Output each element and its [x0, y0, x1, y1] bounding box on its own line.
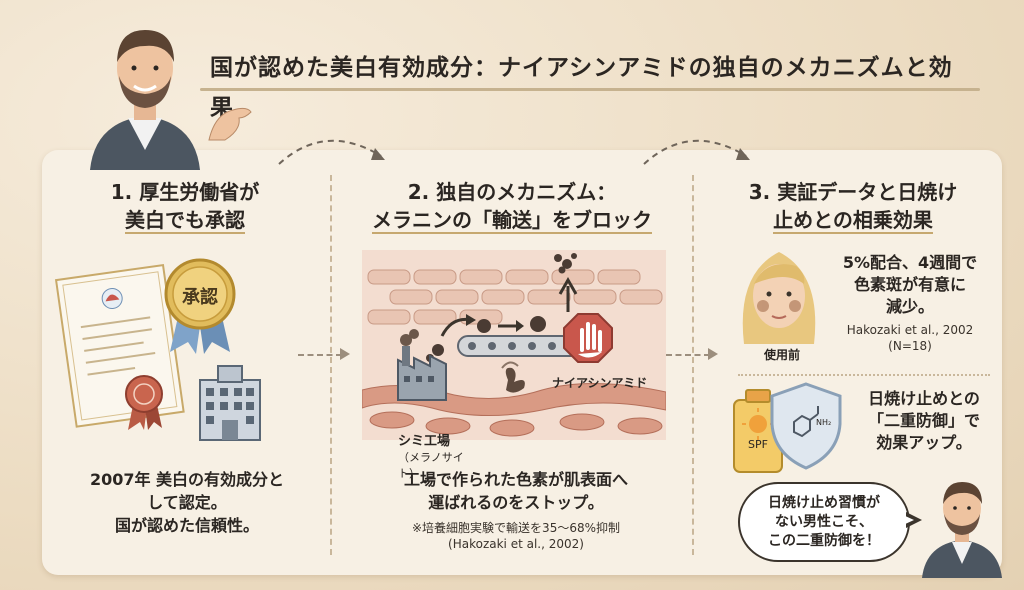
section3-heading: 3. 実証データと日焼け 止めとの相乗効果: [748, 180, 958, 234]
presenter-illustration: [90, 30, 200, 170]
mid-arrow-1-head: [340, 348, 350, 360]
before-face-illustration: [742, 252, 816, 344]
approval-medal-icon: [164, 258, 236, 354]
flow-arrow-1-2: [278, 139, 385, 165]
mid-arrow-2-head: [708, 348, 718, 360]
divider-1: [330, 175, 332, 555]
before-label: 使用前: [763, 348, 800, 362]
mid-arrow-2: [666, 354, 710, 356]
section2-body: 工場で作られた色素が肌表面へ 運ばれるのをストップ。: [403, 470, 628, 512]
sunscreen-tube-icon: [733, 389, 783, 473]
speech-bubble-tail-inner: [903, 515, 914, 525]
speech-bubble: 日焼け止め習慣が ない男性こそ、 この二重防御を！: [738, 482, 910, 562]
section3-result: 5%配合、4週間で 色素斑が有意に 減少。: [842, 253, 978, 316]
molecule-label: NH₂: [816, 418, 832, 427]
shield-molecule-icon: [770, 382, 842, 470]
approval-badge-text: 承認: [182, 287, 218, 308]
page-title: 国が認めた美白有効成分：ナイアシンアミドの独自のメカニズムと効果: [210, 55, 953, 121]
section1-body: 2007年 美白の有効成分と して認定。 国が認めた信頼性。: [89, 470, 285, 535]
section3-synergy: 日焼け止めとの 「二重防御」で 効果アップ。: [867, 389, 980, 452]
mid-arrow-1: [298, 354, 342, 356]
niacinamide-label: ナイアシンアミド: [552, 376, 648, 390]
section1-heading: 1. 厚生労働省が 美白でも承認: [110, 180, 260, 234]
seal-ribbon-icon: [125, 375, 163, 430]
flow-arrow-2-3: [643, 139, 750, 165]
section3-citation: Hakozaki et al., 2002 (N=18): [846, 323, 974, 353]
section3-separator: [738, 374, 990, 376]
government-building-icon: [199, 365, 261, 441]
title-underline: [200, 88, 980, 91]
section2-heading: 2. 独自のメカニズム： メラニンの「輸送」をブロック: [372, 180, 652, 234]
small-presenter-illustration: [922, 482, 1002, 578]
divider-2: [692, 175, 694, 555]
presenter-hand: [208, 107, 252, 141]
section2-note: ※培養細胞実験で輸送を35〜68%抑制 (Hakozaki et al., 20…: [412, 521, 620, 551]
sunscreen-label: SPF: [748, 438, 768, 451]
skin-cross-section-diagram: [362, 250, 666, 440]
factory-label: シミ工場 （メラノサイト）: [398, 434, 464, 480]
